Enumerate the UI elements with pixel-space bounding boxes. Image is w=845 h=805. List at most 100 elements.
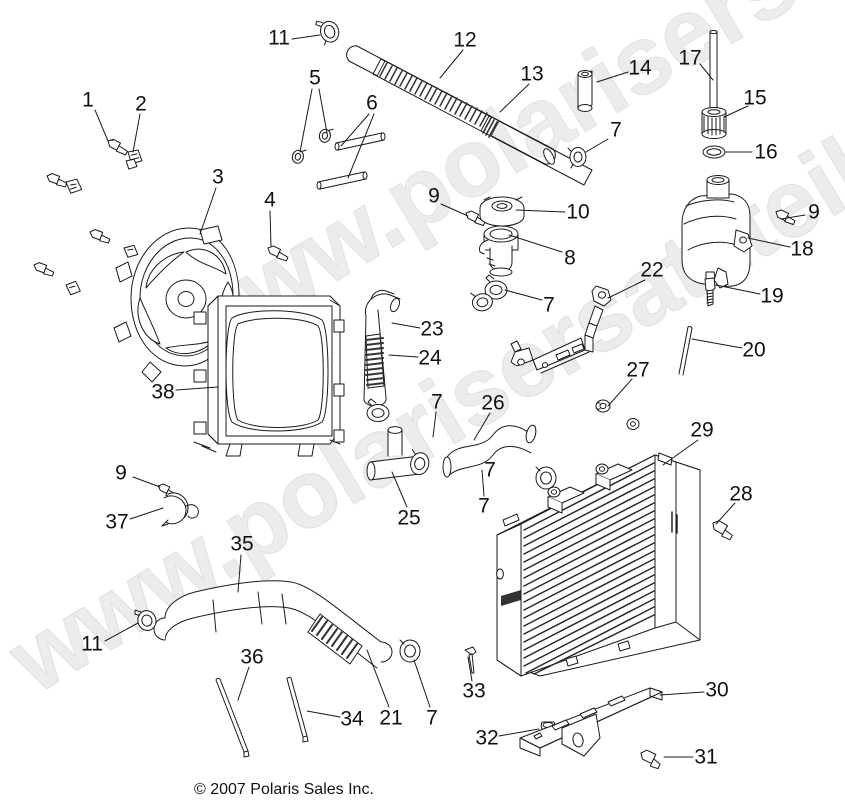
leader-line-26 (473, 412, 491, 441)
callout-number-2: 2 (135, 92, 147, 116)
callout-number-7b: 7 (431, 390, 443, 414)
hose-sleeve-21 (307, 613, 363, 665)
callout-number-15: 15 (743, 86, 767, 110)
callout-number-4: 4 (264, 188, 276, 212)
hose-clamp-7-26 (535, 466, 557, 490)
callout-number-30: 30 (705, 678, 729, 702)
callout-number-9c: 9 (115, 461, 127, 485)
leader-line-3 (199, 187, 217, 235)
leader-line-24 (388, 354, 419, 358)
tube-pair-6 (316, 132, 386, 190)
callout-number-32: 32 (475, 726, 499, 750)
leader-line-7c (504, 289, 543, 301)
callout-number-24: 24 (418, 346, 442, 370)
hose-clamp-7c (484, 274, 508, 300)
hose-fitting-19 (704, 271, 716, 307)
callout-number-7: 7 (610, 118, 622, 142)
leader-line-1 (94, 109, 109, 142)
hose-clamp-7-upper (470, 292, 493, 312)
clamp-pair-5 (291, 128, 334, 164)
callout-number-13: 13 (520, 62, 544, 86)
callout-number-7f: 7 (484, 458, 496, 482)
radiator-cap-10 (479, 196, 525, 227)
callout-number-10: 10 (566, 200, 590, 224)
leader-line-25 (391, 471, 408, 508)
leader-line-6 (340, 113, 370, 147)
leader-line-14 (596, 71, 629, 83)
callout-number-19: 19 (760, 284, 784, 308)
leader-line-5 (299, 88, 313, 153)
callout-number-23: 23 (420, 317, 444, 341)
callout-number-38: 38 (151, 380, 175, 404)
callout-number-7c: 7 (543, 293, 555, 317)
leader-line-19 (715, 284, 761, 295)
coolant-hose-26 (442, 424, 537, 478)
leader-line-20 (691, 338, 743, 349)
callout-number-37: 37 (105, 510, 129, 534)
leader-line-12 (439, 49, 464, 79)
callout-number-33: 33 (462, 679, 486, 703)
leader-line-38 (175, 386, 219, 391)
leader-line-7 (585, 138, 609, 153)
callout-number-9b: 9 (808, 200, 820, 224)
hose-clamp-7a (567, 147, 587, 169)
callout-number-26: 26 (481, 391, 505, 415)
callout-number-25: 25 (397, 506, 421, 530)
callout-number-28: 28 (729, 482, 753, 506)
leader-line-17 (699, 63, 714, 81)
leader-line-7d (481, 469, 485, 497)
callout-number-1: 1 (82, 88, 94, 112)
callout-number-31: 31 (694, 745, 718, 769)
leader-line-36 (237, 666, 250, 701)
hose-clamp-11 (315, 20, 340, 46)
callout-number-17: 17 (678, 46, 702, 70)
coolant-reservoir-18 (681, 175, 753, 289)
leader-line-9b (780, 214, 806, 220)
leader-line-21 (366, 649, 390, 708)
callout-number-7e: 7 (426, 706, 438, 730)
leader-line-9 (440, 203, 469, 217)
leader-line-7e (413, 659, 431, 708)
callout-number-29: 29 (690, 418, 714, 442)
leader-line-35 (237, 554, 242, 593)
leader-line-22 (607, 279, 646, 299)
callout-number-18: 18 (790, 237, 814, 261)
mounting-bracket-22 (510, 285, 612, 374)
callout-number-7d: 7 (478, 494, 490, 518)
copyright-notice: © 2007 Polaris Sales Inc. (194, 781, 374, 798)
leader-line-32 (498, 728, 540, 737)
callout-number-8: 8 (564, 246, 576, 270)
hose-clamp-11b (134, 609, 157, 631)
callout-number-11: 11 (268, 26, 290, 50)
leader-line-34 (306, 710, 341, 718)
hose-sleeve-12 (376, 60, 500, 138)
leader-line-7b (432, 411, 437, 438)
callout-number-21: 21 (379, 706, 403, 730)
leader-line-11 (291, 34, 321, 40)
leader-line-29 (662, 439, 699, 466)
spring-clamp-37 (161, 492, 199, 527)
o-ring-16 (702, 145, 726, 159)
callout-number-3: 3 (212, 165, 224, 189)
leader-line-13 (499, 83, 530, 113)
callout-number-6: 6 (366, 91, 378, 115)
callout-number-35: 35 (230, 532, 254, 556)
callout-number-34: 34 (340, 707, 364, 731)
leader-line-30 (659, 691, 705, 696)
collar-15 (701, 107, 727, 139)
callout-number-12: 12 (453, 28, 477, 52)
callout-number-20: 20 (742, 338, 766, 362)
leader-line-37 (129, 507, 164, 520)
leader-line-23 (391, 322, 421, 329)
hose-clamp-7-tee (410, 449, 430, 476)
leader-line-18 (747, 237, 791, 248)
radiator-mount-bracket-30 (519, 687, 663, 757)
filler-neck-8 (479, 225, 519, 277)
overflow-tube-20 (678, 326, 693, 376)
leader-line-8 (508, 234, 563, 253)
rod-34 (286, 677, 309, 743)
leader-line-11b (104, 622, 139, 642)
hose-sleeve-24 (365, 333, 385, 389)
